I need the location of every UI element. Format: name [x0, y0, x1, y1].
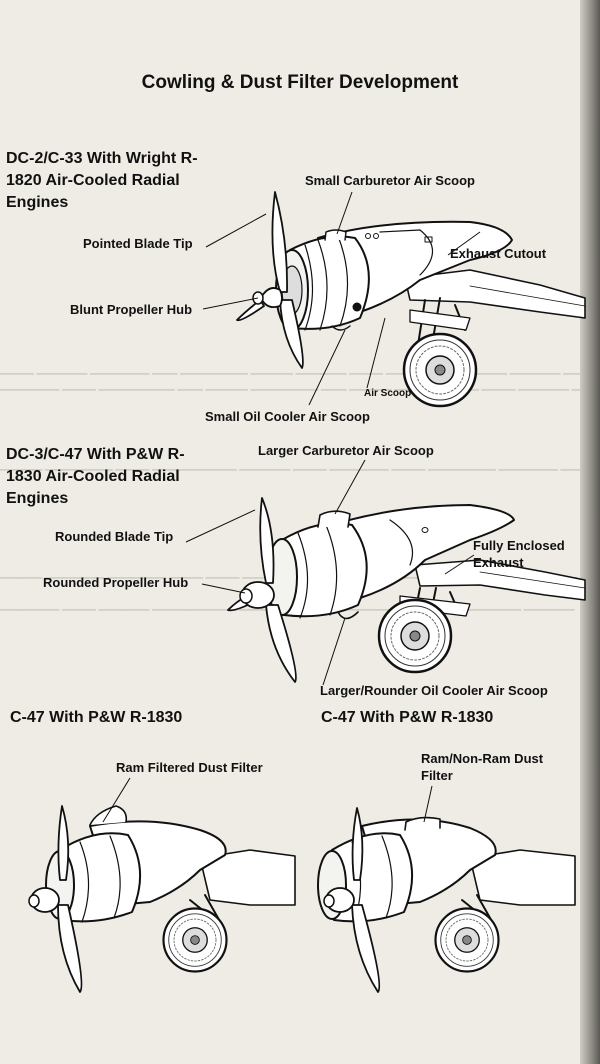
book-spine-shadow	[580, 0, 600, 1064]
label-small-oil-cooler-air-scoop: Small Oil Cooler Air Scoop	[205, 409, 370, 424]
dc3-engine-drawing	[227, 497, 586, 683]
dc3-heading: DC-3/C-47 With P&W R-1830 Air-Cooled Rad…	[6, 446, 185, 507]
label-rounded-blade-tip: Rounded Blade Tip	[55, 529, 174, 544]
label-exhaust-cutout: Exhaust Cutout	[450, 246, 547, 261]
c47-left-engine-drawing	[28, 805, 296, 993]
label-larger-rounder-oil-cooler-air-scoop: Larger/Rounder Oil Cooler Air Scoop	[320, 683, 548, 698]
label-air-scoop: Air Scoop	[364, 388, 412, 399]
c47-right-heading: C-47 With P&W R-1830	[321, 709, 494, 726]
label-rounded-propeller-hub: Rounded Propeller Hub	[43, 575, 189, 590]
label-ram-non-ram-dust-filter: Ram/Non-Ram Dust Filter	[421, 751, 544, 783]
label-larger-carburetor-air-scoop: Larger Carburetor Air Scoop	[258, 443, 434, 458]
label-small-carburetor-air-scoop: Small Carburetor Air Scoop	[305, 173, 475, 188]
c47-left-heading: C-47 With P&W R-1830	[10, 709, 183, 726]
label-fully-enclosed-exhaust: Fully Enclosed Exhaust	[473, 538, 565, 570]
label-ram-filtered-dust-filter: Ram Filtered Dust Filter	[116, 760, 263, 775]
dc2-heading: DC-2/C-33 With Wright R-1820 Air-Cooled …	[6, 150, 198, 211]
page-title: Cowling & Dust Filter Development	[141, 72, 459, 93]
dc2-engine-drawing	[236, 191, 586, 408]
label-blunt-propeller-hub: Blunt Propeller Hub	[70, 302, 193, 317]
label-pointed-blade-tip: Pointed Blade Tip	[83, 236, 193, 251]
bleed-through-text: ▁▁▁▁▁ ▁▁▁▁▁▁▁▁ ▁▁▁▁ ▁▁▁▁▁▁▁▁▁▁ ▁▁▁▁▁▁ ▁▁…	[0, 459, 595, 471]
c47-right-engine-drawing	[317, 807, 576, 993]
